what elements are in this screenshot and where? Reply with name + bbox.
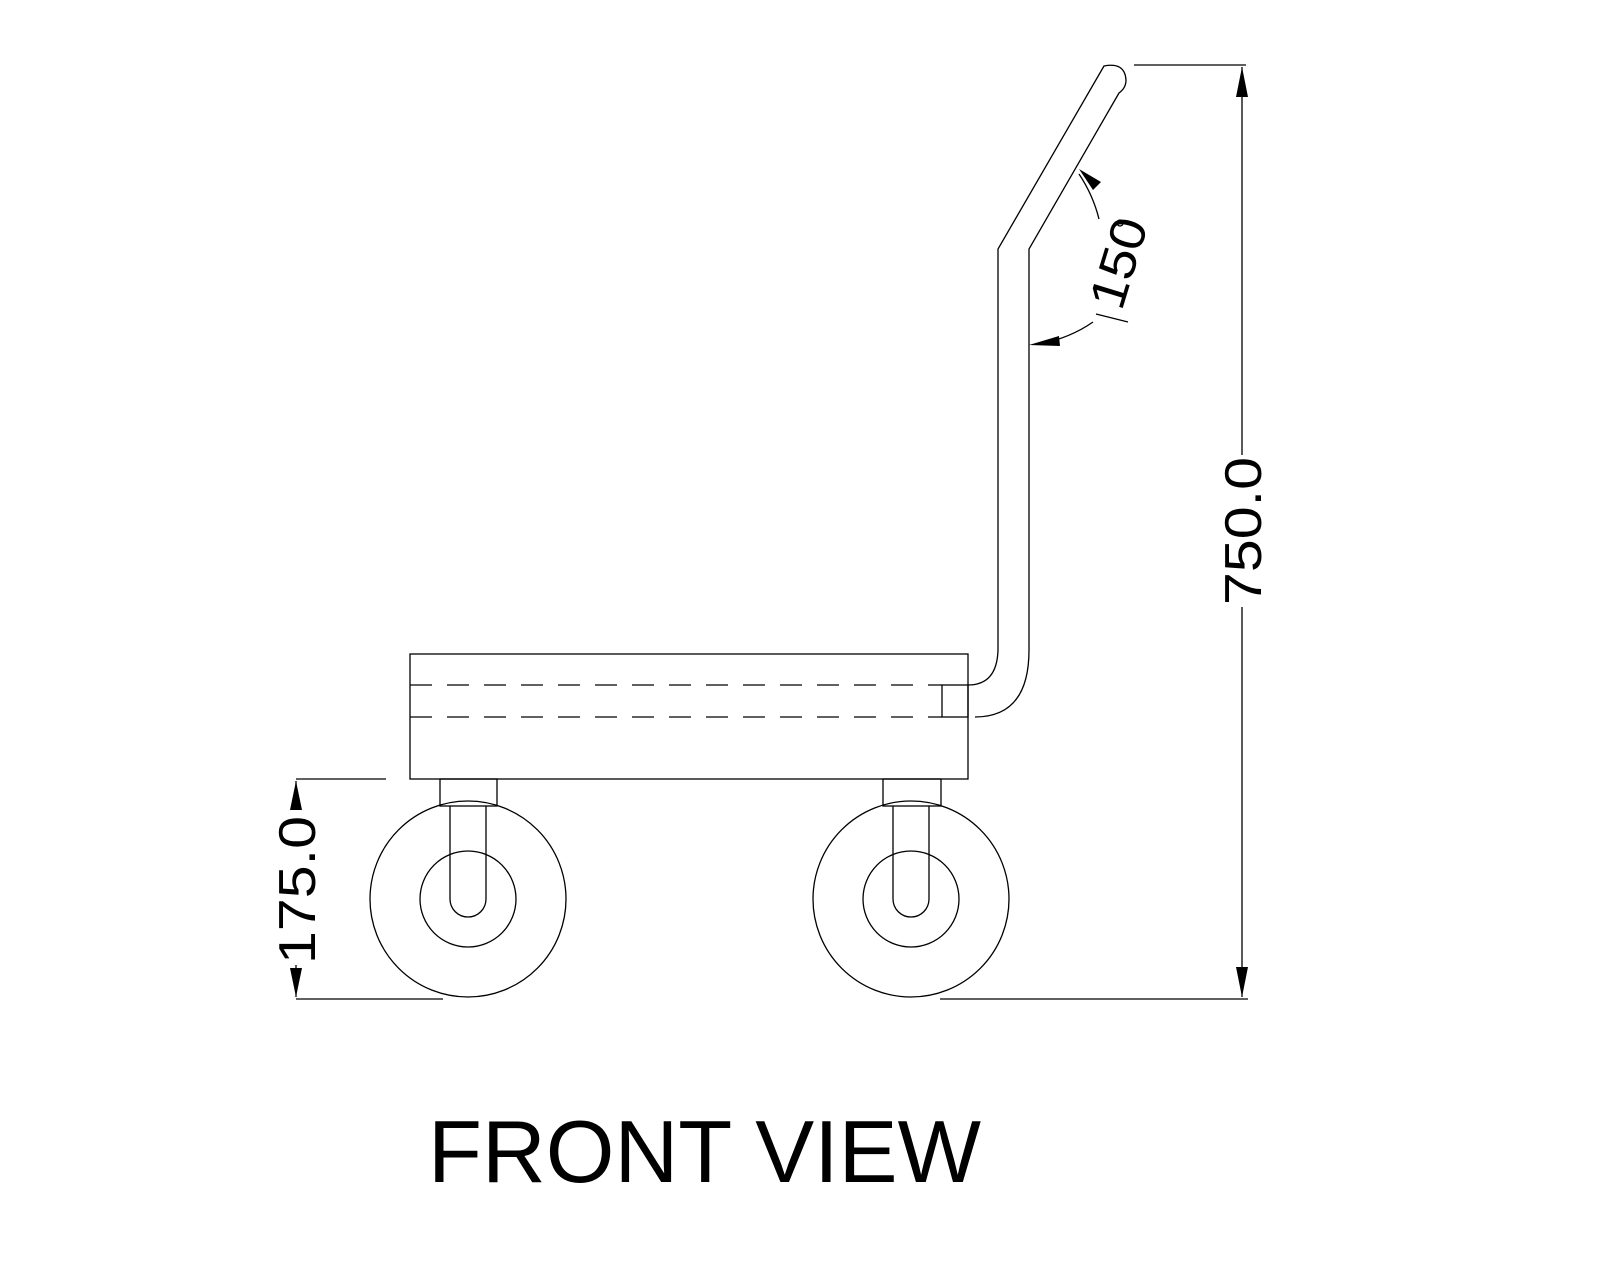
cart-handle bbox=[967, 64, 1127, 718]
arrow-icon bbox=[1079, 169, 1101, 190]
dimension-overall-height: 750.0 bbox=[940, 64, 1273, 1000]
arrow-down-icon bbox=[1236, 967, 1248, 997]
arrow-down-icon bbox=[290, 968, 302, 997]
angle-label-150: 150 bbox=[1079, 211, 1159, 315]
arrow-icon bbox=[1029, 336, 1060, 346]
wheel-left bbox=[369, 778, 567, 998]
view-title: FRONT VIEW bbox=[428, 1102, 981, 1201]
wheel-right bbox=[812, 778, 1010, 998]
dimension-handle-angle: 150 bbox=[1029, 169, 1159, 346]
caster-fork bbox=[892, 806, 930, 918]
handle-socket bbox=[941, 684, 969, 718]
arrow-up-icon bbox=[290, 781, 302, 810]
caster-mount bbox=[439, 778, 498, 807]
arrow-up-icon bbox=[1236, 67, 1248, 97]
caster-fork bbox=[449, 806, 487, 918]
dimension-platform-height: 175.0 bbox=[269, 778, 443, 1000]
dimension-label-750: 750.0 bbox=[1215, 457, 1273, 605]
dimension-label-175: 175.0 bbox=[269, 816, 327, 964]
caster-mount bbox=[882, 778, 942, 807]
